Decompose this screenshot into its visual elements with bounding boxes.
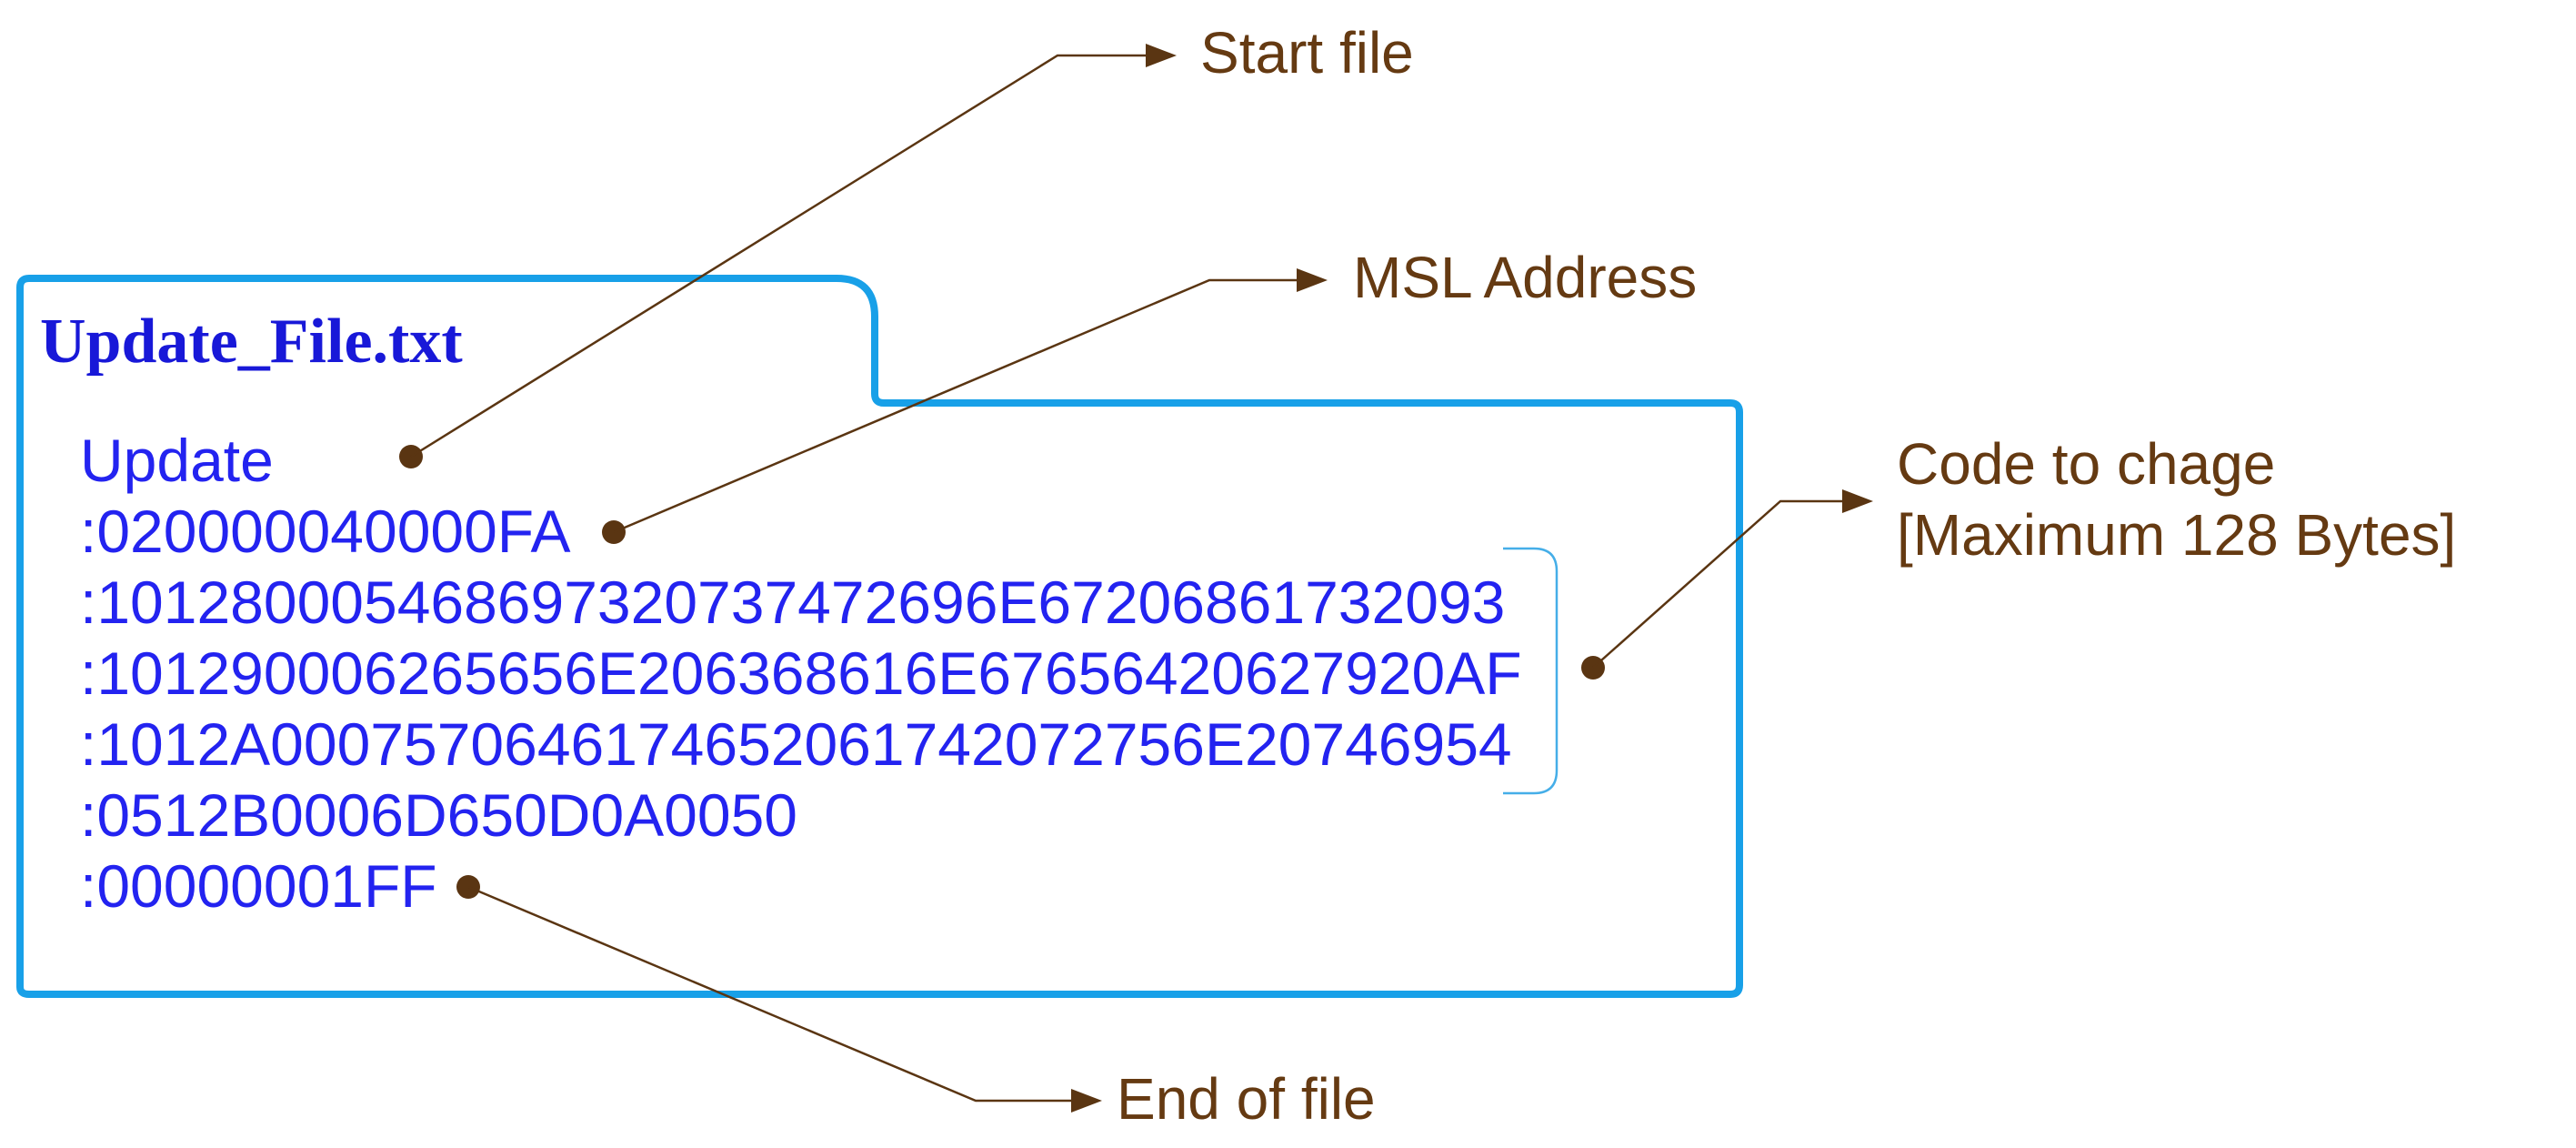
msl-address-arrowhead <box>1297 268 1328 292</box>
file-line-code-1: :101280005468697320737472696E67206861732… <box>80 569 1506 636</box>
start-file-arrowhead <box>1146 44 1177 67</box>
file-line-code-4: :0512B0006D650D0A0050 <box>80 781 798 849</box>
code-to-change-label-line2: [Maximum 128 Bytes] <box>1897 502 2457 568</box>
end-of-file-arrowhead <box>1071 1089 1102 1113</box>
msl-address-label: MSL Address <box>1353 245 1698 310</box>
start-file-label: Start file <box>1200 20 1414 86</box>
file-line-code-2: :101290006265656E206368616E6765642062792… <box>80 639 1522 707</box>
msl-address-line <box>613 278 1298 534</box>
code-to-change-label: Code to chage [Maximum 128 Bytes] <box>1897 428 2456 570</box>
code-bracket <box>1503 547 1559 795</box>
code-to-change-line <box>1592 499 1844 669</box>
code-to-change-arrowhead <box>1842 489 1873 513</box>
folder-outline <box>16 275 1743 998</box>
file-line-eof: :00000001FF <box>80 852 437 920</box>
end-of-file-label: End of file <box>1117 1066 1376 1132</box>
end-of-file-line <box>467 885 1073 1103</box>
file-line-update: Update <box>80 427 274 494</box>
file-line-code-3: :1012A0007570646174652061742072756E20746… <box>80 710 1512 778</box>
file-contents: Update :020000040000FA :1012800054686973… <box>80 425 1522 921</box>
file-name: Update_File.txt <box>40 307 463 377</box>
file-line-msl-address: :020000040000FA <box>80 498 571 565</box>
code-to-change-label-line1: Code to chage <box>1897 431 2276 497</box>
start-file-line <box>410 54 1148 458</box>
